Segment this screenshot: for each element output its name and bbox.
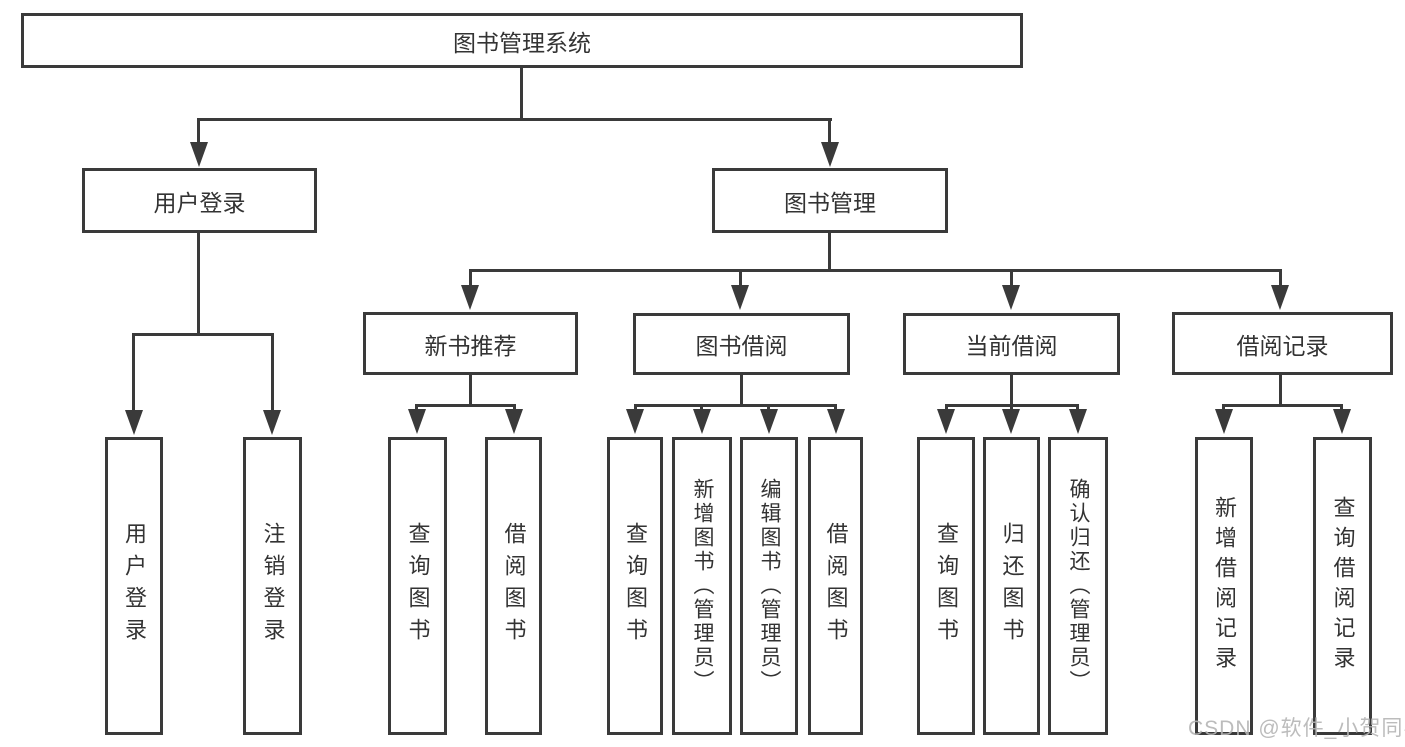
leaf-recommend-query-book-label: 查询图书 <box>405 522 431 650</box>
arrow-down-icon <box>1271 285 1289 310</box>
arrow-down-icon <box>505 409 523 434</box>
arrow-down-icon <box>693 409 711 434</box>
connector-drop <box>834 404 837 413</box>
leaf-borrow-book: 借阅图书 <box>808 437 863 735</box>
node-root: 图书管理系统 <box>21 13 1023 68</box>
arrow-down-icon <box>821 142 839 167</box>
node-current-borrow: 当前借阅 <box>903 313 1120 375</box>
connector-recommend-stem <box>469 375 472 406</box>
arrow-down-icon <box>1333 409 1351 434</box>
connector-drop <box>945 404 948 413</box>
leaf-add-book-admin: 新增图书（管理员） <box>672 437 732 735</box>
node-borrow-records-label: 借阅记录 <box>1236 332 1329 359</box>
connector-root-stem <box>520 68 523 120</box>
arrow-down-icon <box>190 142 208 167</box>
arrow-down-icon <box>1069 409 1087 434</box>
leaf-edit-book-admin-label: 编辑图书（管理员） <box>758 478 781 694</box>
connector-book-management-rail <box>469 269 1282 272</box>
leaf-current-query-book-label: 查询图书 <box>934 522 959 650</box>
arrow-down-icon <box>937 409 955 434</box>
node-book-management-label: 图书管理 <box>784 189 876 216</box>
arrow-down-icon <box>1215 409 1233 434</box>
leaf-logout-label: 注销登录 <box>260 522 286 650</box>
csdn-watermark: CSDN @软件_小贺同学 <box>1188 717 1405 740</box>
arrow-down-icon <box>1002 285 1020 310</box>
node-current-borrow-label: 当前借阅 <box>965 333 1058 359</box>
connector-drop <box>1076 404 1079 413</box>
node-root-label: 图书管理系统 <box>453 29 591 56</box>
leaf-user-login: 用户登录 <box>105 437 163 735</box>
connector-drop <box>1010 404 1013 413</box>
leaf-recommend-borrow-book-label: 借阅图书 <box>501 522 527 650</box>
leaf-add-book-admin-label: 新增图书（管理员） <box>691 478 714 694</box>
leaf-add-borrow-record: 新增借阅记录 <box>1195 437 1253 735</box>
connector-drop-user-login <box>197 118 200 146</box>
leaf-query-borrow-record-label: 查询借阅记录 <box>1330 496 1356 676</box>
leaf-borrow-query-book-label: 查询图书 <box>623 522 648 650</box>
leaf-edit-book-admin: 编辑图书（管理员） <box>740 437 798 735</box>
connector-drop-leaf-user-login <box>132 333 135 413</box>
connector-drop-leaf-logout <box>271 333 274 413</box>
leaf-add-borrow-record-label: 新增借阅记录 <box>1212 496 1237 676</box>
connector-borrow-records-stem <box>1279 375 1282 406</box>
leaf-user-login-label: 用户登录 <box>122 522 147 650</box>
leaf-logout: 注销登录 <box>243 437 302 735</box>
leaf-confirm-return-admin-label: 确认归还（管理员） <box>1067 478 1090 694</box>
connector-root-rail <box>197 118 832 121</box>
connector-drop-recommend <box>469 269 472 289</box>
node-book-management: 图书管理 <box>712 168 948 233</box>
node-new-book-recommend-label: 新书推荐 <box>424 332 517 359</box>
arrow-down-icon <box>760 409 778 434</box>
arrow-down-icon <box>408 409 426 434</box>
arrow-down-icon <box>731 285 749 310</box>
connector-current-borrow-stem <box>1010 375 1013 406</box>
connector-user-login-stem <box>197 233 200 336</box>
connector-drop <box>634 404 637 413</box>
connector-drop-current-borrow <box>1010 269 1013 289</box>
leaf-return-book-label: 归还图书 <box>999 522 1025 650</box>
connector-borrow-records-rail <box>1222 404 1343 407</box>
leaf-recommend-borrow-book: 借阅图书 <box>485 437 542 735</box>
connector-drop <box>415 404 418 413</box>
arrow-down-icon <box>125 410 143 435</box>
node-book-borrow: 图书借阅 <box>633 313 850 375</box>
connector-drop <box>1340 404 1343 413</box>
leaf-return-book: 归还图书 <box>983 437 1040 735</box>
leaf-borrow-book-label: 借阅图书 <box>823 522 849 650</box>
connector-user-login-rail <box>132 333 274 336</box>
node-user-login: 用户登录 <box>82 168 317 233</box>
leaf-borrow-query-book: 查询图书 <box>607 437 663 735</box>
node-new-book-recommend: 新书推荐 <box>363 312 578 375</box>
connector-drop-borrow-records <box>1279 269 1282 289</box>
connector-drop <box>513 404 516 413</box>
arrow-down-icon <box>1002 409 1020 434</box>
leaf-current-query-book: 查询图书 <box>917 437 975 735</box>
connector-drop-book-borrow <box>739 269 742 289</box>
connector-book-management-stem <box>828 233 831 272</box>
connector-book-borrow-rail <box>634 404 837 407</box>
leaf-confirm-return-admin: 确认归还（管理员） <box>1048 437 1108 735</box>
connector-recommend-rail <box>415 404 516 407</box>
connector-book-borrow-stem <box>740 375 743 406</box>
arrow-down-icon <box>263 410 281 435</box>
arrow-down-icon <box>827 409 845 434</box>
leaf-recommend-query-book: 查询图书 <box>388 437 447 735</box>
arrow-down-icon <box>461 285 479 310</box>
connector-drop <box>700 404 703 413</box>
node-user-login-label: 用户登录 <box>153 189 246 216</box>
leaf-query-borrow-record: 查询借阅记录 <box>1313 437 1372 735</box>
connector-drop <box>767 404 770 413</box>
connector-drop-book-management <box>828 118 831 146</box>
connector-drop <box>1222 404 1225 413</box>
node-book-borrow-label: 图书借阅 <box>695 333 788 359</box>
node-borrow-records: 借阅记录 <box>1172 312 1393 375</box>
arrow-down-icon <box>626 409 644 434</box>
